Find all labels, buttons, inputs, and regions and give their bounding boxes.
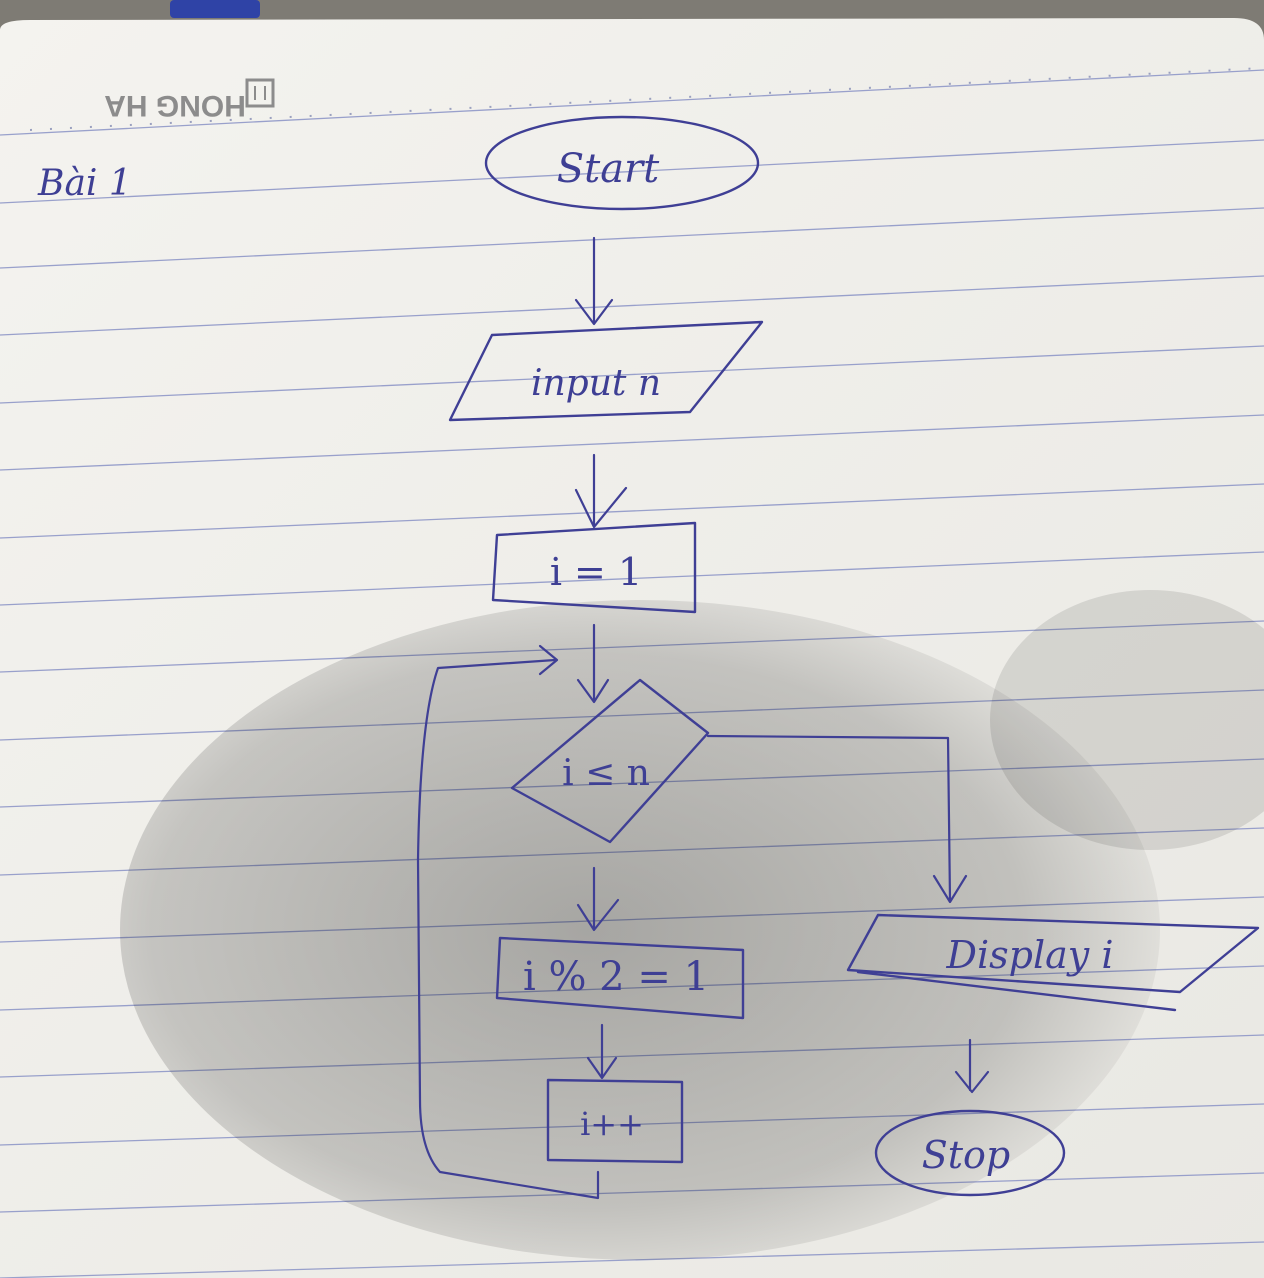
pen-object: [170, 0, 260, 18]
arrow-condition-to-check: [576, 866, 620, 932]
display-label: Display i: [946, 933, 1114, 977]
check-node: i % 2 = 1: [495, 936, 745, 1020]
arrow-check-to-increment: [586, 1023, 618, 1080]
input-label: input n: [531, 363, 661, 404]
increment-node: i++: [546, 1078, 684, 1164]
arrow-display-to-stop: [954, 1038, 990, 1094]
increment-label: i++: [580, 1105, 644, 1143]
arrow-input-to-init: [574, 453, 628, 529]
brand-logo-mark: [245, 78, 275, 108]
condition-node: i ≤ n: [510, 678, 710, 844]
start-node: Start: [484, 115, 760, 211]
hand-shadow: [120, 600, 1160, 1260]
arrow-init-to-condition: [576, 623, 610, 704]
arrow-condition-to-display: [706, 734, 968, 904]
exercise-label: Bài 1: [37, 163, 132, 204]
check-label: i % 2 = 1: [523, 954, 709, 1000]
stop-node: Stop: [874, 1109, 1066, 1197]
stop-label: Stop: [922, 1133, 1011, 1177]
arrow-start-to-input: [574, 236, 614, 326]
init-node: i = 1: [491, 521, 697, 614]
condition-label: i ≤ n: [562, 753, 650, 794]
input-node: input n: [448, 320, 764, 422]
init-label: i = 1: [550, 550, 642, 594]
arrow-loop-back: [416, 644, 600, 1200]
brand-logo: HONG HA: [104, 89, 246, 122]
display-node: Display i: [846, 913, 1260, 1012]
start-label: Start: [557, 146, 660, 192]
svg-text:HONG HA: HONG HA: [104, 89, 246, 122]
